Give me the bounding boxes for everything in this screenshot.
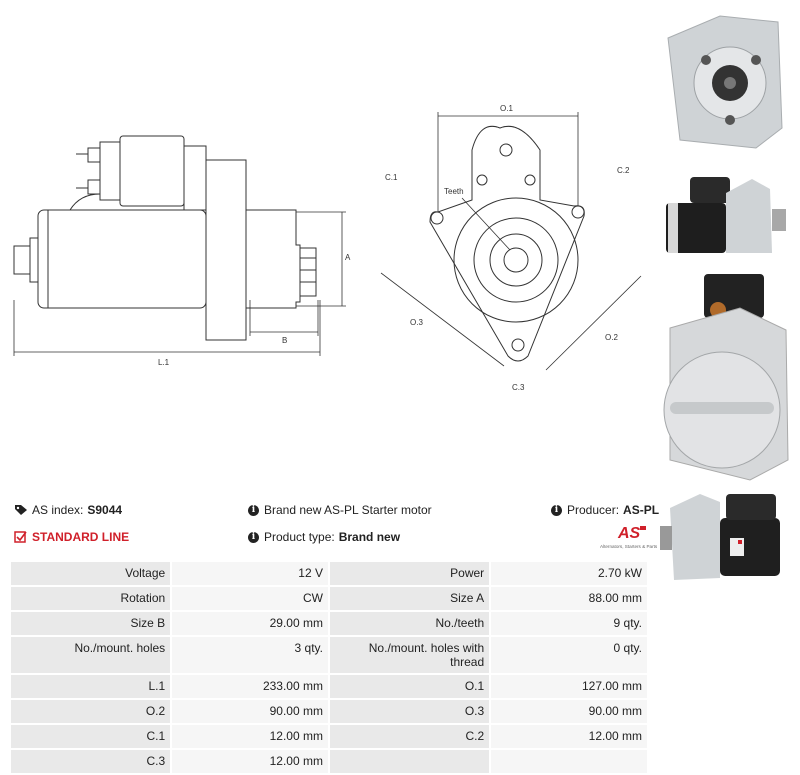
spec-value: 127.00 mm <box>491 675 647 698</box>
spec-key: O.2 <box>11 700 171 723</box>
spec-value: CW <box>172 587 328 610</box>
dim-label-teeth: Teeth <box>444 187 464 196</box>
spec-value: 12.00 mm <box>491 725 647 748</box>
spec-key: O.3 <box>329 700 490 723</box>
standard-line-badge: STANDARD LINE <box>14 530 129 544</box>
as-index-value: S9044 <box>87 503 123 517</box>
product-type-label: Product type: <box>264 530 335 544</box>
spec-value: 12.00 mm <box>172 725 328 748</box>
checkbox-icon <box>14 531 27 543</box>
product-info: AS index: S9044 STANDARD LINE i Brand ne… <box>14 503 659 553</box>
spec-value: 29.00 mm <box>172 612 328 635</box>
spec-value <box>491 750 647 773</box>
spec-value: 12 V <box>172 562 328 585</box>
spec-key: Power <box>329 562 490 585</box>
product-photo-angle[interactable] <box>660 488 790 588</box>
table-row: O.2 90.00 mm O.3 90.00 mm <box>11 700 647 723</box>
product-type: i Product type: Brand new <box>248 530 400 544</box>
description: i Brand new AS-PL Starter motor <box>248 503 432 517</box>
as-pl-logo: AS Alternators, Starters & Parts <box>600 525 658 549</box>
table-row: C.3 12.00 mm <box>11 750 647 773</box>
description-text: Brand new AS-PL Starter motor <box>264 503 432 517</box>
spec-key: No./teeth <box>329 612 490 635</box>
info-icon: i <box>248 504 259 516</box>
spec-key: Voltage <box>11 562 171 585</box>
producer-value: AS-PL <box>623 503 660 517</box>
spec-key: C.2 <box>329 725 490 748</box>
logo-tagline: Alternators, Starters & Parts <box>600 544 658 549</box>
standard-line-label: STANDARD LINE <box>32 530 130 544</box>
tag-icon <box>15 505 27 515</box>
product-photo-front[interactable] <box>660 8 790 168</box>
dim-label-o2: O.2 <box>605 333 618 342</box>
producer-label: Producer: <box>567 503 620 517</box>
spec-key: C.3 <box>11 750 171 773</box>
spec-key: O.1 <box>329 675 490 698</box>
spec-key: No./mount. holes with thread <box>329 637 490 673</box>
product-photo-side[interactable] <box>660 173 790 265</box>
table-row: L.1 233.00 mm O.1 127.00 mm <box>11 675 647 698</box>
info-icon: i <box>248 531 259 543</box>
spec-key: No./mount. holes <box>11 637 171 673</box>
spec-key: C.1 <box>11 725 171 748</box>
spec-value: 2.70 kW <box>491 562 647 585</box>
spec-value: 90.00 mm <box>491 700 647 723</box>
product-type-value: Brand new <box>338 530 401 544</box>
dim-label-c1: C.1 <box>385 173 398 182</box>
spec-value: 90.00 mm <box>172 700 328 723</box>
info-icon: i <box>551 504 562 516</box>
spec-key: Rotation <box>11 587 171 610</box>
spec-key <box>329 750 490 773</box>
spec-value: 0 qty. <box>491 637 647 673</box>
spec-value: 233.00 mm <box>172 675 328 698</box>
spec-key: Size B <box>11 612 171 635</box>
logo-text: AS <box>617 525 641 542</box>
dim-label-a: A <box>345 253 351 262</box>
technical-drawings: A B L.1 O.1 O.2 O.3 C.1 C.2 C.3 Teeth <box>13 104 642 392</box>
producer: i Producer: AS-PL <box>551 503 659 517</box>
front-view-drawing <box>429 125 585 362</box>
dim-label-o3: O.3 <box>410 318 423 327</box>
dim-label-c2: C.2 <box>617 166 630 175</box>
dim-label-o1: O.1 <box>500 104 513 113</box>
side-view-drawing <box>13 135 317 341</box>
spec-value: 88.00 mm <box>491 587 647 610</box>
spec-value: 3 qty. <box>172 637 328 673</box>
dim-label-l1: L.1 <box>158 358 170 367</box>
specifications-table: Voltage 12 V Power 2.70 kW Rotation CW S… <box>9 560 649 775</box>
dim-label-b: B <box>282 336 287 345</box>
table-row: Rotation CW Size A 88.00 mm <box>11 587 647 610</box>
spec-key: L.1 <box>11 675 171 698</box>
dim-label-c3: C.3 <box>512 383 525 392</box>
table-row: C.1 12.00 mm C.2 12.00 mm <box>11 725 647 748</box>
spec-key: Size A <box>329 587 490 610</box>
table-row: Voltage 12 V Power 2.70 kW <box>11 562 647 585</box>
as-index: AS index: S9044 <box>14 503 122 517</box>
product-photo-rear[interactable] <box>660 270 790 488</box>
spec-value: 12.00 mm <box>172 750 328 773</box>
table-row: No./mount. holes 3 qty. No./mount. holes… <box>11 637 647 673</box>
spec-value: 9 qty. <box>491 612 647 635</box>
table-row: Size B 29.00 mm No./teeth 9 qty. <box>11 612 647 635</box>
as-index-label: AS index: <box>32 503 84 517</box>
